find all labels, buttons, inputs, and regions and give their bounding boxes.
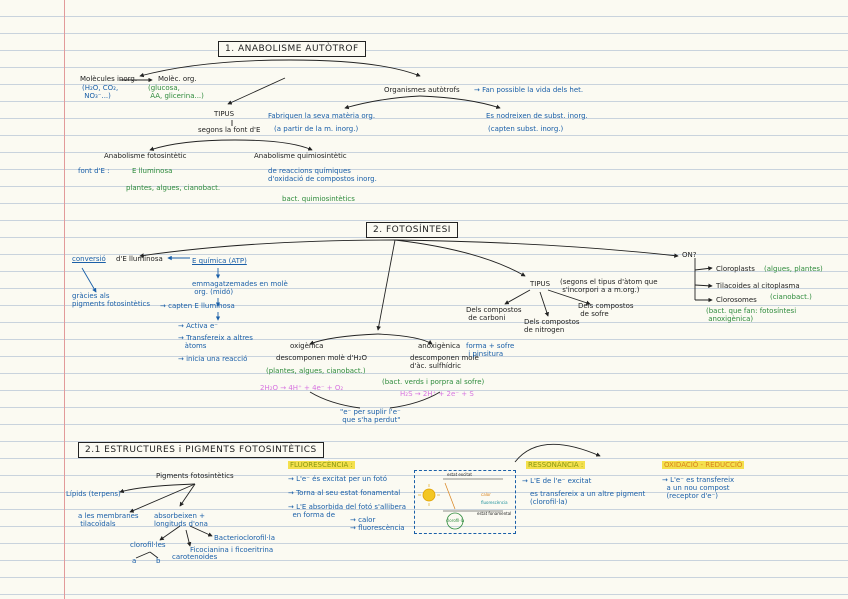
capten-e-lluminosa: → capten E lluminosa — [160, 302, 235, 310]
tilacoides-note: (cianobact.) — [770, 293, 812, 301]
absorbeixen: absorbeixen + longituds d'ona — [154, 512, 208, 529]
clorosomes: Clorosomes — [716, 296, 757, 304]
diagram-estat-excitat: estat excitat — [447, 472, 472, 477]
activa-e: → Activa e⁻ — [178, 322, 218, 330]
bact-verds: (bact. verds i porpra al sofre) — [382, 378, 485, 386]
anabolisme-fotosintetic: Anabolisme fotosintètic — [104, 152, 187, 160]
membranes-tilacoidals: a les membranes tilacoïdals — [78, 512, 139, 529]
segons-tipus: (segons el tipus d'àtom que s'incorpori … — [560, 278, 658, 295]
diagram-calor: calor — [481, 492, 491, 497]
nodreixen: Es nodreixen de subst. inorg. — [486, 112, 588, 120]
segons-font: segons la font d'E — [198, 126, 261, 134]
font-e: font d'E : — [78, 167, 110, 175]
diagram-fluorescencia: fluorescència — [481, 500, 508, 505]
tipus-2: TIPUS — [530, 280, 551, 288]
forma-sofre: forma + sofre i pinsitura — [466, 342, 515, 359]
bacterioclorofila: Bacterioclorofil·la — [214, 534, 275, 542]
clorofila-b: b — [156, 557, 161, 565]
tipus-1: TIPUS — [214, 110, 235, 118]
ficocianina: Ficocianina i ficoeritrina — [190, 546, 274, 554]
anabolisme-quimiosintetic: Anabolisme quimiosintètic — [254, 152, 347, 160]
oxid-step-1: → L'e⁻ es transfereix a un nou compost (… — [662, 476, 735, 501]
emmagatzemades: emmagatzemades en molè org. (midó) — [192, 280, 288, 297]
clorofiles: clorofil·les — [130, 541, 166, 549]
cloroplasts: Cloroplasts — [716, 265, 755, 273]
clorofila-a: a — [132, 557, 137, 565]
cloroplasts-note: (algues, plantes) — [764, 265, 823, 273]
resson-step-2: es transfereix a un altre pigment (cloro… — [530, 490, 646, 507]
org-examples: (glucosa, AA, glicerina...) — [148, 84, 204, 101]
equation-h2o: 2H₂O → 4H⁺ + 4e⁻ + O₂ — [260, 384, 344, 392]
fluor-step-3: → L'E absorbida del fotó s'allibera en f… — [288, 503, 406, 520]
a-partir: (a partir de la m. inorg.) — [274, 125, 359, 133]
pigments-fotosintetics: Pigments fotosintètics — [156, 472, 234, 480]
equation-h2s: H₂S → 2H⁺ + 2e⁻ + S — [400, 390, 474, 398]
carotenoides: carotenoides — [172, 553, 218, 561]
compostos-nitrogen: Dels compostos de nitrogen — [524, 318, 580, 335]
tilacoides: Tilacoides al citoplasma — [716, 282, 800, 290]
descomponen-h2o: descomponen molè d'H₂O — [276, 354, 368, 362]
section-3-title: 2.1 ESTRUCTURES i PIGMENTS FOTOSINTÈTICS — [78, 442, 324, 459]
conversio: conversió — [72, 255, 106, 263]
plantes-algues-ox: (plantes, algues, cianobact.) — [266, 367, 366, 375]
section-1-title: 1. ANABOLISME AUTÒTROF — [218, 41, 366, 58]
bact-quimiosintetics: bact. quimiosintètics — [282, 195, 355, 203]
fluorescencia-title: FLUORESCÈNCIA : — [288, 461, 355, 469]
diagram-drawing — [418, 478, 503, 530]
lipids-terpens: Lípids (terpens) — [66, 490, 121, 498]
oxigenica: oxigènica — [290, 342, 324, 350]
organismes-autotrofs: Organismes autòtrofs — [384, 86, 460, 94]
e-lluminosa: E lluminosa — [132, 167, 173, 175]
section-2-title: 2. FOTOSÍNTESI — [366, 222, 458, 239]
inorg-examples: (H₂O, CO₂, NO₃⁻...) — [82, 84, 119, 101]
clorosomes-note: (bact. que fan: fotosíntesi anoxigènica) — [706, 307, 797, 324]
margin-line — [64, 0, 65, 599]
compostos-sofre: Dels compostos de sofre — [578, 302, 634, 319]
d-e-lluminosa: d'E lluminosa — [116, 255, 163, 263]
inicia-reaccio: → inicia una reacció — [178, 355, 248, 363]
diagram-clorofila: clorofil·la — [446, 518, 465, 523]
calor-fluor: → calor → fluorescència — [350, 516, 405, 533]
on: ON? — [682, 251, 697, 259]
fluor-step-2: → Torna al seu estat fonamental — [288, 489, 401, 497]
anoxigenica: anoxigènica — [418, 342, 461, 350]
compostos-carboni: Dels compostos de carboni — [466, 306, 522, 323]
reaccions-quimiques: de reaccions químiques d'oxidació de com… — [268, 167, 377, 184]
fan-possible: → Fan possible la vida dels het. — [474, 86, 584, 94]
resson-step-1: → L'E de l'e⁻ excitat — [522, 477, 592, 485]
fluorescencia-highlight: FLUORESCÈNCIA : — [288, 461, 355, 469]
oxidacio-highlight: OXIDACIÓ - REDUCCIÓ — [662, 461, 745, 469]
fabriquen: Fabriquen la seva matèria org. — [268, 112, 376, 120]
plantes-algues: plantes, algues, cianobact. — [126, 184, 221, 192]
fluor-step-1: → L'e⁻ és excitat per un fotó — [288, 475, 388, 483]
diagram-estat-fonamental: estat fonamental — [477, 511, 512, 516]
capten: (capten subst. inorg.) — [488, 125, 564, 133]
gracies-pigments: gràcies als pigments fotosintètics — [72, 292, 151, 309]
fluorescence-diagram: estat excitat calor fluorescència estat … — [414, 470, 516, 534]
ressonancia-title: RESSONÀNCIA : — [526, 461, 586, 469]
transfereix: → Transfereix a altres àtoms — [178, 334, 253, 351]
molecules-inorg: Molècules inorg. — [80, 75, 138, 83]
ressonancia-highlight: RESSONÀNCIA : — [526, 461, 586, 469]
molec-org: Molèc. org. — [158, 75, 197, 83]
e-per-suplir: "e⁻ per suplir l'e⁻ que s'ha perdut" — [340, 408, 401, 425]
e-quimica: E química (ATP) — [192, 257, 247, 265]
oxidacio-title: OXIDACIÓ - REDUCCIÓ — [662, 461, 745, 469]
descomponen-sulf: descomponen molè d'àc. sulfhídric — [410, 354, 479, 371]
